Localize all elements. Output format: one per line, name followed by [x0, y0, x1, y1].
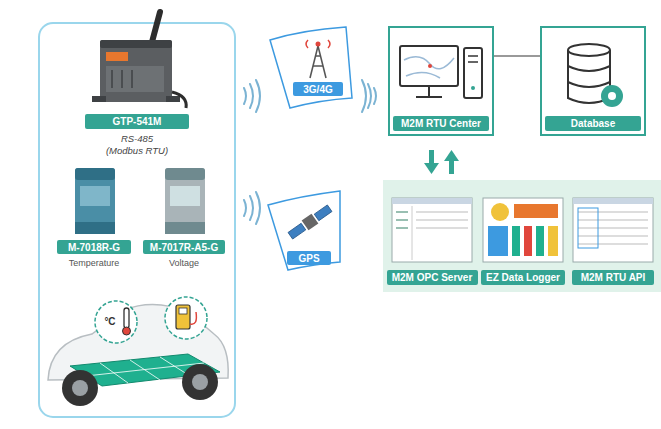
field-panel	[39, 23, 235, 417]
label-text: Database	[571, 118, 615, 129]
module-label: M-7017R-A5-G Voltage	[143, 240, 225, 268]
database-box: Database	[540, 26, 646, 136]
server-box: M2M RTU Center	[388, 26, 494, 136]
label-text: M2M RTU API	[581, 272, 646, 283]
software-label: M2M RTU API	[572, 270, 654, 285]
computer-icon	[400, 46, 482, 98]
module-band: M-7017R-A5-G	[143, 240, 225, 254]
label-text: M-7017R-A5-G	[150, 242, 218, 253]
label-text: M2M RTU Center	[401, 118, 481, 129]
exchange-arrows	[424, 150, 459, 174]
network-label: 3G/4G	[293, 82, 343, 96]
caption-text: Temperature	[57, 258, 131, 268]
unit-symbol: °C	[104, 316, 115, 327]
network-shape	[270, 27, 352, 108]
software-panel	[383, 180, 661, 292]
bus-label: RS-485	[121, 133, 153, 144]
protocol-label: (Modbus RTU)	[106, 145, 168, 156]
module-band: M-7018R-G	[57, 240, 131, 254]
io-module	[75, 168, 205, 234]
database-icon	[568, 44, 623, 107]
label-text: M2M OPC Server	[392, 272, 473, 283]
label-text: GTP-541M	[113, 116, 162, 127]
label-text: EZ Data Logger	[486, 272, 560, 283]
gateway-device	[92, 12, 186, 108]
module-label: M-7018R-G Temperature	[57, 240, 131, 268]
software-label: EZ Data Logger	[481, 270, 565, 285]
device-label: GTP-541M	[85, 114, 189, 129]
label-text: M-7018R-G	[68, 242, 120, 253]
box-band: M2M RTU Center	[393, 116, 489, 131]
electric-car	[48, 297, 228, 406]
label-text: 3G/4G	[303, 84, 332, 95]
label-text: GPS	[298, 253, 319, 264]
software-label: M2M OPC Server	[387, 270, 478, 285]
connector-line	[494, 55, 540, 57]
gps-shape	[268, 191, 340, 270]
gps-label: GPS	[287, 251, 331, 265]
cell-tower	[306, 40, 330, 78]
caption-text: Voltage	[143, 258, 225, 268]
screenshots	[392, 198, 653, 262]
box-band: Database	[545, 116, 641, 131]
satellite-icon	[287, 203, 333, 240]
